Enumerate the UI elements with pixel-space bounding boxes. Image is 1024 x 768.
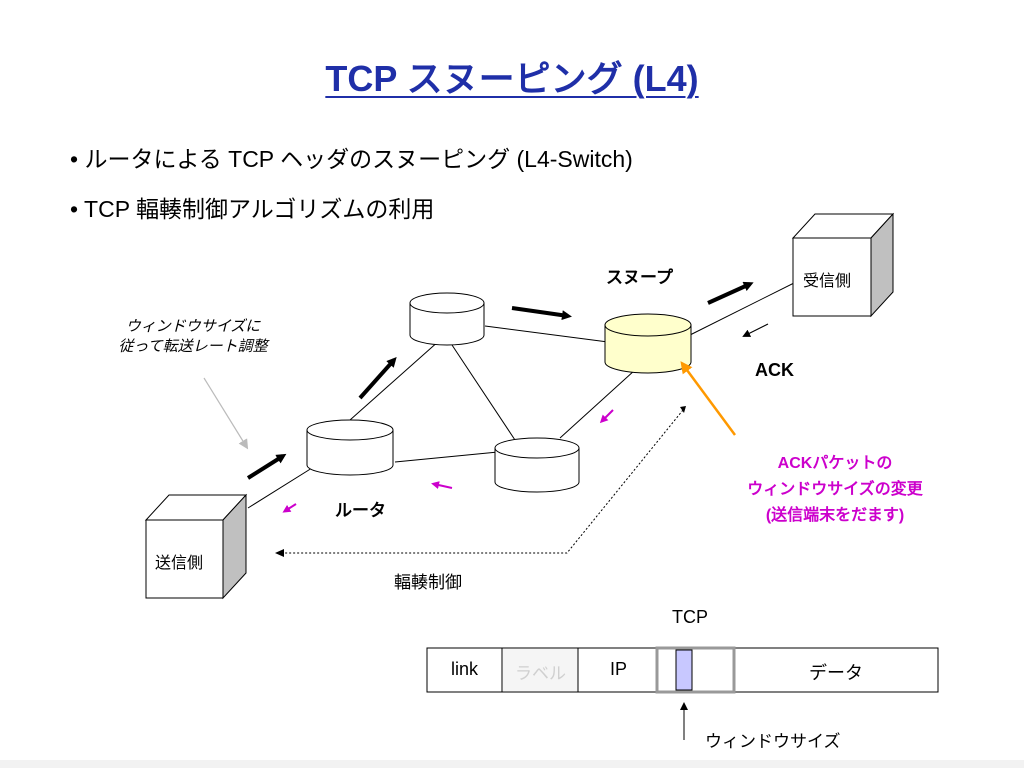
congestion-path-head-end <box>275 549 284 557</box>
bullet-2: TCP 輻輳制御アルゴリズムの利用 <box>70 190 434 224</box>
ack-label: ACK <box>755 360 794 380</box>
congestion-control-path <box>280 409 684 554</box>
ack-modify-note-line1: ACKパケットの <box>777 455 893 472</box>
data-arrow-4 <box>707 281 754 305</box>
link-router-bottom <box>394 451 499 463</box>
receiver-label: 受信側 <box>803 273 852 290</box>
ack-return-3 <box>282 503 297 513</box>
bottom-band <box>0 760 1024 768</box>
bullet-1: ルータによる TCP ヘッダのスヌーピング (L4-Switch) <box>70 140 632 174</box>
router-left <box>306 419 394 476</box>
ack-return-arrows <box>282 409 614 513</box>
snoop-router <box>604 313 692 374</box>
congestion-control-label: 輻輳制御 <box>394 573 462 592</box>
ack-modify-note: ACKパケットの ウィンドウサイズの変更 (送信端末をだます) <box>720 451 950 529</box>
label-field-bg <box>503 649 578 691</box>
data-arrow-1 <box>246 453 287 480</box>
router-bottom <box>494 437 580 493</box>
snoop-label: スヌープ <box>606 268 673 287</box>
page-title: TCP スヌーピング (L4) <box>325 58 699 99</box>
ack-modify-note-line2: ウィンドウサイズの変更 <box>747 481 923 498</box>
label-field: ラベル <box>515 664 566 683</box>
rate-adjust-note-line2: 従って転送レート調整 <box>118 338 268 355</box>
rate-adjust-note: ウィンドウサイズに 従って転送レート調整 <box>88 317 298 357</box>
link-field: link <box>450 659 478 679</box>
tcp-header-label: TCP <box>672 607 708 627</box>
link-snoop-receiver <box>689 279 801 336</box>
data-field: データ <box>809 663 863 683</box>
snoop-pointer-arrow <box>680 361 737 436</box>
congestion-path-head-start <box>680 406 686 413</box>
receiver-box <box>791 212 895 318</box>
data-arrow-3 <box>511 306 572 321</box>
sender-box <box>144 493 248 600</box>
packet-format <box>426 646 939 740</box>
router-label: ルータ <box>335 501 386 520</box>
rate-adjust-note-line1: ウィンドウサイズに <box>125 318 261 335</box>
data-arrow-2 <box>358 357 397 400</box>
ip-field: IP <box>610 659 628 679</box>
ack-arrow <box>742 323 769 337</box>
rate-note-arrow <box>203 377 249 450</box>
sender-label: 送信側 <box>155 555 204 572</box>
router-top <box>409 292 485 346</box>
ack-modify-note-line3: (送信端末をだます) <box>765 507 905 524</box>
link-top-bottom <box>451 344 516 441</box>
link-sender-router <box>247 467 313 509</box>
tcp-header-field <box>655 646 736 694</box>
link-router-top <box>349 339 441 421</box>
ack-return-2 <box>431 481 453 489</box>
link-top-snoop <box>484 325 609 343</box>
window-size-label: ウィンドウサイズ <box>705 732 841 751</box>
link-bottom-snoop <box>559 369 636 439</box>
window-size-field <box>675 649 693 691</box>
data-flow-arrows <box>246 281 754 480</box>
ack-return-1 <box>599 409 614 424</box>
network-links <box>247 279 801 509</box>
